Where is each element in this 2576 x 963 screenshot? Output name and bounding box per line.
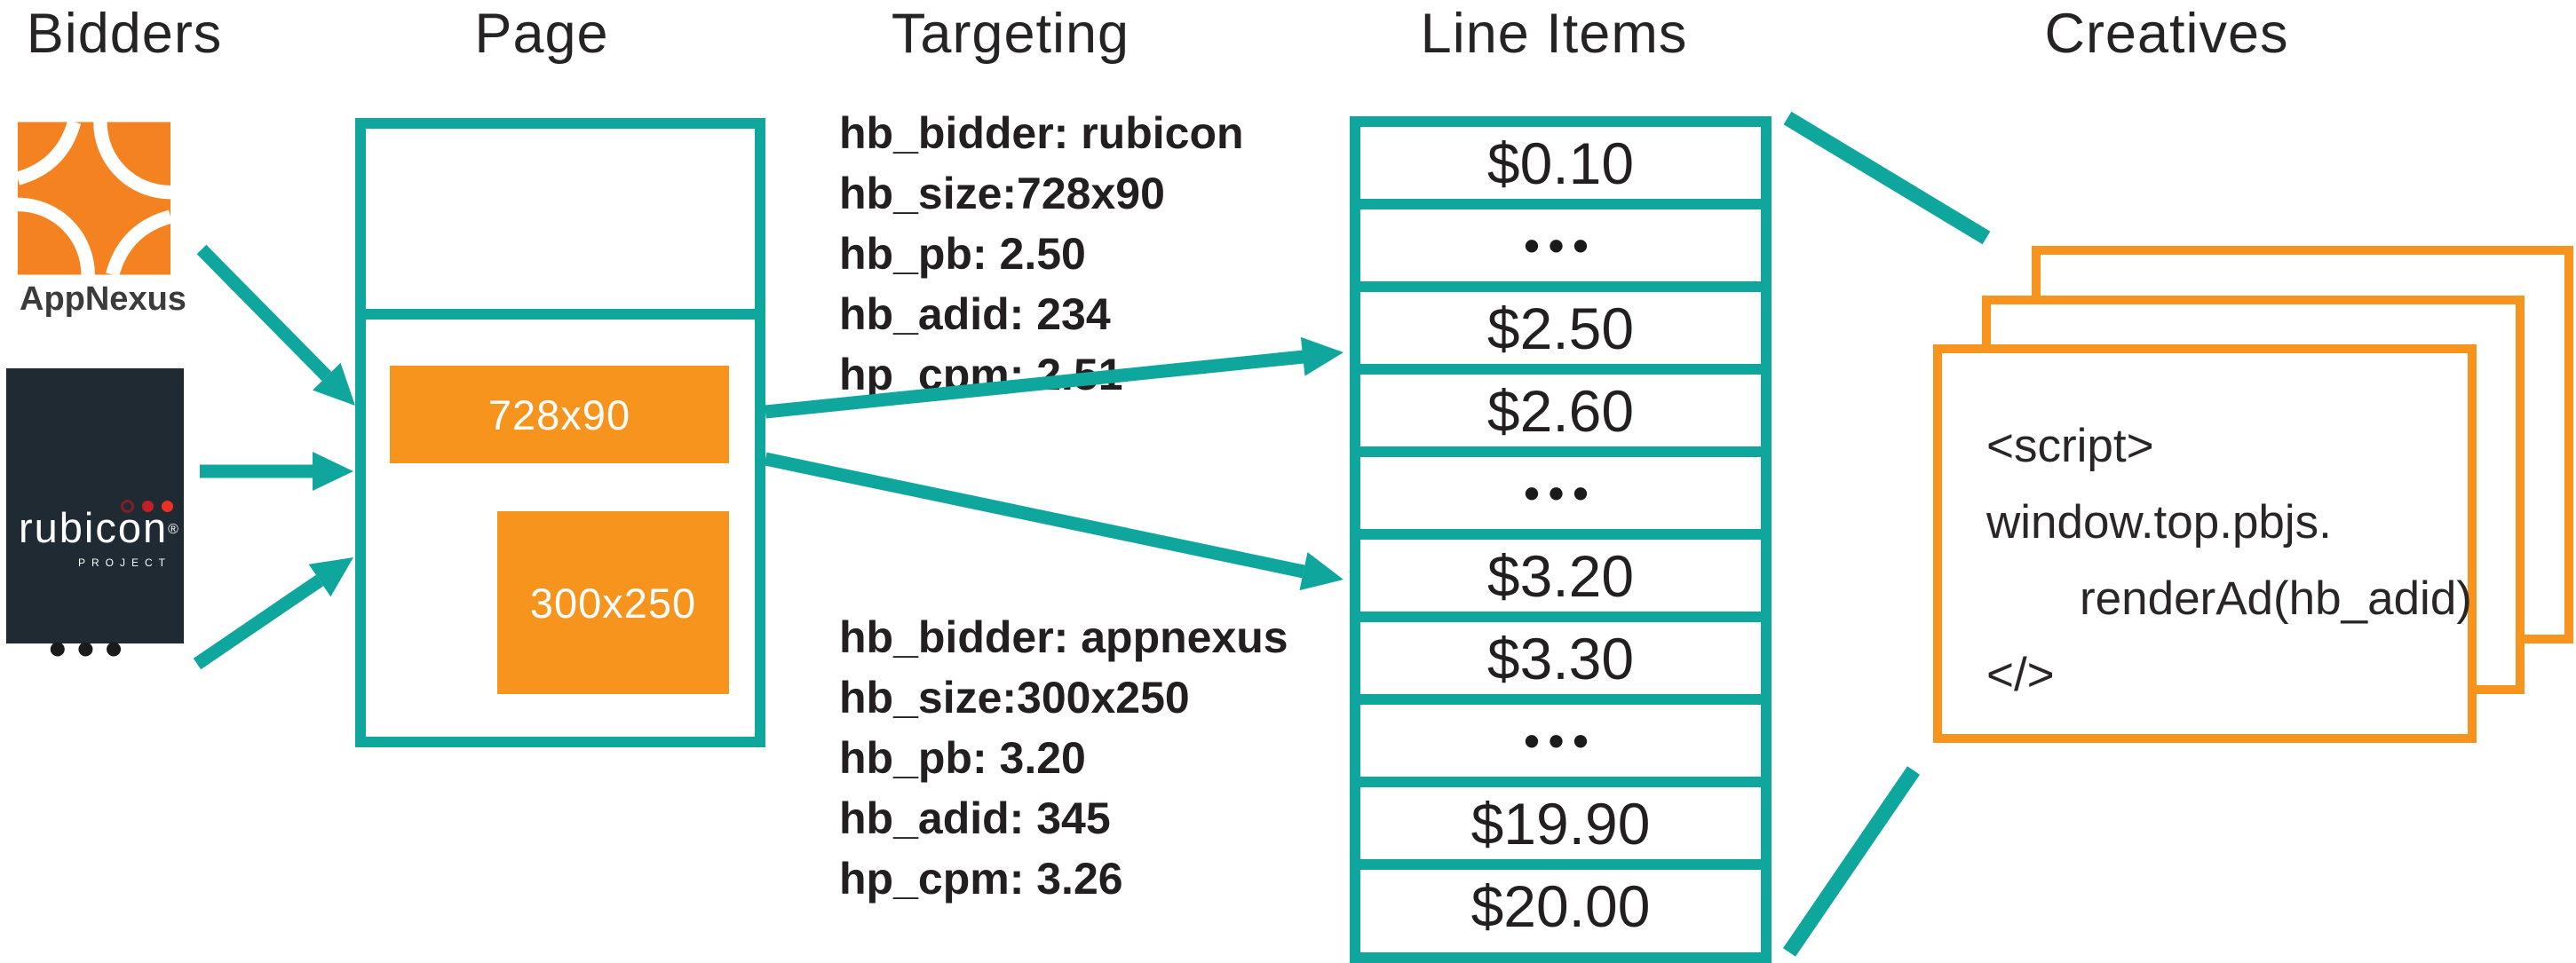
targeting-block-appnexus: hb_bidder: appnexus hb_size:300x250 hb_p… — [839, 607, 1288, 909]
line-item-row: $0.10 — [1360, 127, 1761, 209]
line-item-row: $3.20 — [1360, 540, 1761, 622]
creative-card-front: <script> window.top.pbjs. renderAd(hb_ad… — [1933, 344, 2477, 743]
targeting-line: hb_size:300x250 — [839, 673, 1190, 722]
column-title-creatives: Creatives — [2044, 3, 2289, 65]
more-bidders-ellipsis: ••• — [49, 620, 133, 676]
targeting-line: hp_cpm: 2.51 — [839, 350, 1123, 399]
line-item-row: $3.30 — [1360, 622, 1761, 705]
targeting-line: hb_adid: 345 — [839, 793, 1111, 843]
rubicon-logo-dots-icon — [121, 500, 173, 513]
line-item-row-ellipsis: ••• — [1360, 705, 1761, 787]
targeting-line: hb_adid: 234 — [839, 289, 1111, 339]
creative-script-snippet: <script> window.top.pbjs. renderAd(hb_ad… — [1986, 408, 2472, 714]
targeting-block-rubicon: hb_bidder: rubicon hb_size:728x90 hb_pb:… — [839, 103, 1244, 405]
code-line: </> — [1986, 649, 2055, 701]
code-line: <script> — [1986, 420, 2154, 472]
column-title-targeting: Targeting — [891, 3, 1130, 65]
ad-slot-728x90-label: 728x90 — [487, 391, 631, 438]
rubicon-project-logo: rubicon® PROJECT — [6, 368, 184, 643]
column-title-line-items: Line Items — [1420, 3, 1688, 65]
targeting-line: hb_bidder: rubicon — [839, 108, 1244, 158]
registered-mark: ® — [168, 522, 180, 537]
page-empty-slot — [366, 129, 755, 320]
targeting-line: hb_pb: 2.50 — [839, 229, 1086, 279]
rubicon-project-subtitle: PROJECT — [77, 556, 171, 569]
ad-slot-300x250: 300x250 — [497, 511, 729, 694]
appnexus-logo-icon — [18, 122, 170, 275]
line-items-table: $0.10 ••• $2.50 $2.60 ••• $3.20 $3.30 ••… — [1350, 116, 1771, 963]
code-line: window.top.pbjs. — [1986, 496, 2332, 549]
ad-slot-300x250-label: 300x250 — [529, 579, 697, 627]
targeting-line: hb_bidder: appnexus — [839, 612, 1288, 662]
page-wireframe: 728x90 300x250 — [355, 118, 765, 747]
ad-slot-728x90: 728x90 — [390, 366, 729, 463]
column-title-page: Page — [474, 3, 609, 65]
line-item-row: $2.50 — [1360, 292, 1761, 375]
targeting-line: hp_cpm: 3.26 — [839, 854, 1123, 904]
line-item-row-ellipsis: ••• — [1360, 457, 1761, 540]
targeting-line: hb_pb: 3.20 — [839, 733, 1086, 783]
rubicon-wordmark: rubicon® — [19, 504, 180, 551]
targeting-line: hb_size:728x90 — [839, 169, 1165, 218]
line-item-row: $2.60 — [1360, 375, 1761, 457]
column-title-bidders: Bidders — [26, 3, 223, 65]
line-item-row: $20.00 — [1470, 872, 1651, 939]
line-item-row-ellipsis: ••• — [1360, 209, 1761, 292]
code-line: renderAd(hb_adid) — [2080, 572, 2472, 625]
appnexus-label: AppNexus — [20, 280, 186, 318]
line-item-row: $19.90 — [1360, 787, 1761, 870]
